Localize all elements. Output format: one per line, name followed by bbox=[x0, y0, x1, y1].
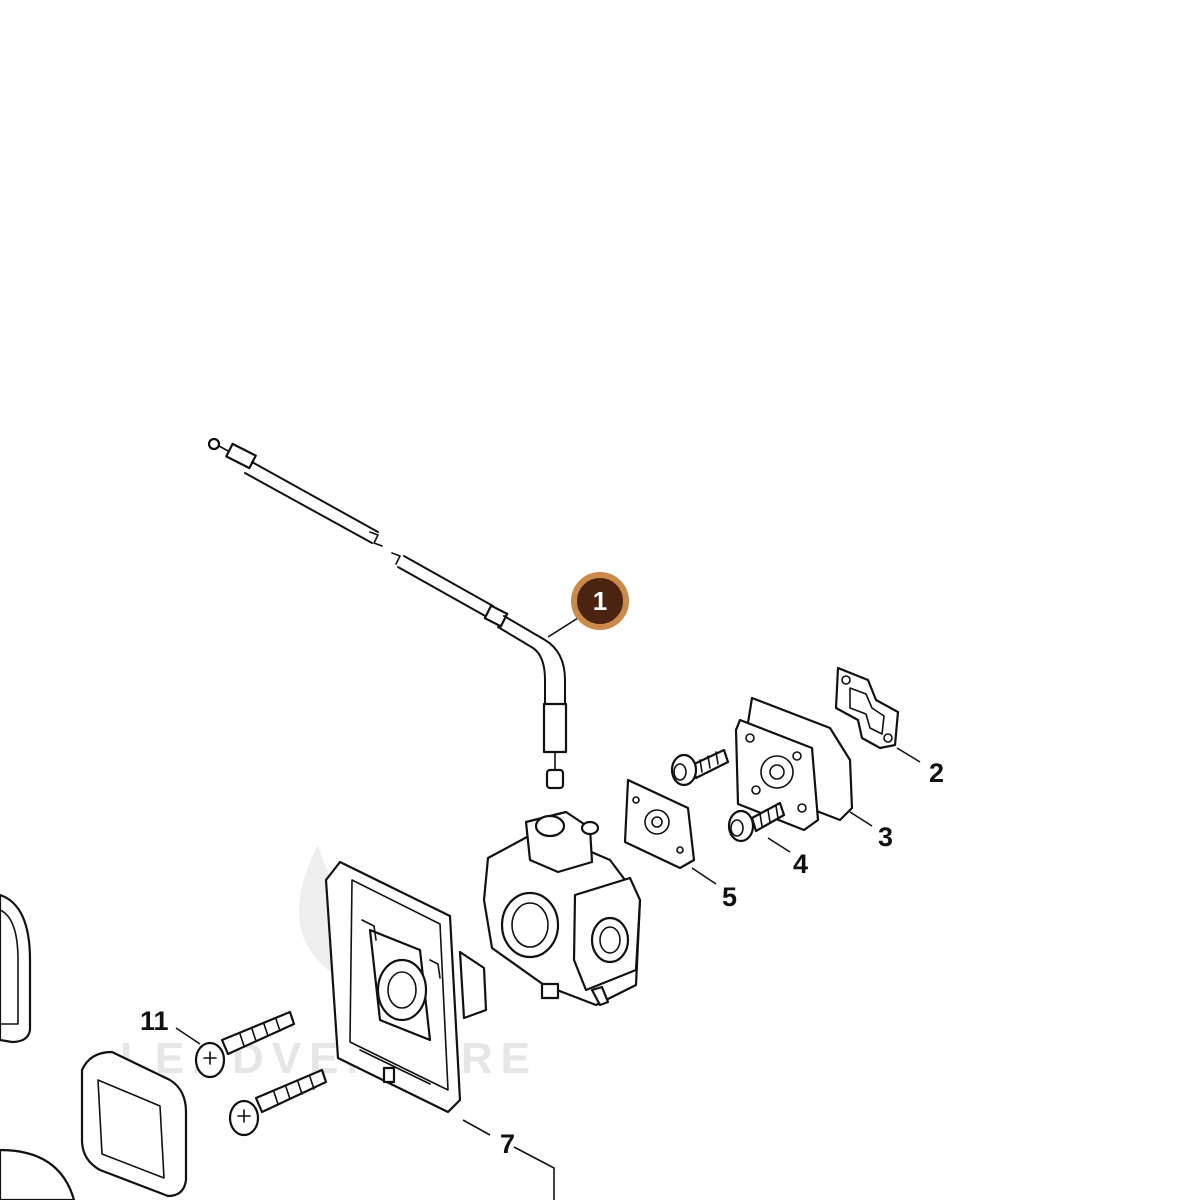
housing-fragment bbox=[0, 1148, 76, 1200]
callout-label-11: 11 bbox=[140, 1006, 169, 1036]
callout-label-5: 5 bbox=[722, 882, 737, 912]
callout-label-3: 3 bbox=[878, 822, 893, 852]
filter-cover-fragment bbox=[0, 893, 32, 1044]
air-filter-base-part-7[interactable] bbox=[324, 860, 488, 1114]
callout-label-2: 2 bbox=[929, 758, 944, 788]
throttle-cable-part[interactable] bbox=[207, 437, 568, 790]
filter-element-fragment[interactable] bbox=[80, 1050, 188, 1198]
callout-badge-label: 1 bbox=[593, 586, 607, 616]
spacer-flange-part-3[interactable] bbox=[734, 696, 854, 832]
screw-part-4b[interactable] bbox=[727, 801, 786, 843]
callout-badge-1[interactable]: 1 bbox=[571, 572, 629, 630]
screw-part-4[interactable] bbox=[670, 748, 730, 787]
watermark: LEADVENTURE bbox=[120, 845, 538, 1083]
callout-label-4: 4 bbox=[793, 849, 808, 879]
carburetor-part[interactable] bbox=[482, 810, 642, 1007]
callout-badge-ring bbox=[571, 572, 629, 630]
gasket-part-5[interactable] bbox=[623, 778, 696, 870]
callout-label-7: 7 bbox=[500, 1129, 515, 1159]
screw-part-11[interactable] bbox=[194, 1010, 296, 1079]
watermark-text: LEADVENTURE bbox=[120, 1034, 538, 1083]
leader-lines bbox=[175, 617, 921, 1200]
screw-part-11b[interactable] bbox=[228, 1068, 328, 1137]
gasket-part-2[interactable] bbox=[834, 666, 900, 750]
